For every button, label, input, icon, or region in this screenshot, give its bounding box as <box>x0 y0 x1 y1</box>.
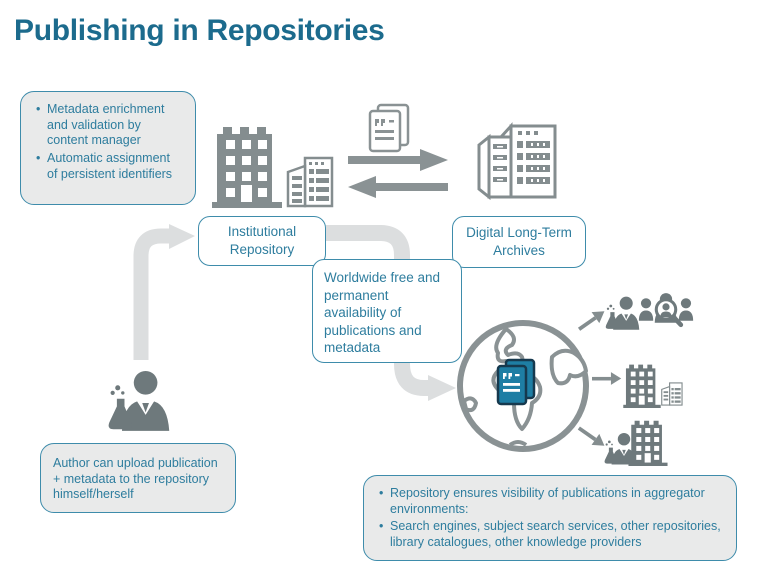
arrow-down-right-icon <box>575 422 609 452</box>
curved-arrow-up-icon <box>125 224 197 364</box>
digital-archives-label: Digital Long-Term Archives <box>452 216 586 268</box>
documents-quote-icon <box>366 103 412 153</box>
author-note-box: Author can upload publication + metadata… <box>40 443 236 513</box>
worldwide-availability-text: Worldwide free and permanent availabilit… <box>324 270 441 356</box>
metadata-note-box: Metadata enrichment and validation by co… <box>20 91 196 205</box>
digital-archives-text: Digital Long-Term Archives <box>466 225 572 258</box>
building-icon <box>628 418 668 466</box>
author-scientist-icon <box>100 370 176 431</box>
arrow-left-icon <box>344 174 448 200</box>
office-buildings-outline-icon <box>280 156 334 208</box>
institutional-repository-text: Institutional Repository <box>227 224 297 257</box>
researcher-icon <box>600 432 640 465</box>
metadata-note-list: Metadata enrichment and validation by co… <box>33 102 183 182</box>
building-icon <box>623 362 661 408</box>
metadata-note-item: Automatic assignment of persistent ident… <box>36 151 183 182</box>
author-note-text: Author can upload publication + metadata… <box>53 456 218 502</box>
university-building-icon <box>212 122 282 208</box>
visibility-note-box: Repository ensures visibility of publica… <box>363 475 737 561</box>
institutional-repository-label: Institutional Repository <box>198 216 326 266</box>
researcher-icon <box>601 296 643 330</box>
archive-building-icon <box>475 122 560 200</box>
worldwide-availability-label: Worldwide free and permanent availabilit… <box>312 259 462 363</box>
metadata-note-item: Metadata enrichment and validation by co… <box>36 102 183 149</box>
arrow-up-right-icon <box>575 305 609 335</box>
small-building-outline-icon <box>657 382 684 406</box>
visibility-note-list: Repository ensures visibility of publica… <box>376 486 724 551</box>
publication-document-icon <box>494 358 538 408</box>
visibility-note-item: Search engines, subject search services,… <box>379 519 724 550</box>
page-title: Publishing in Repositories <box>14 14 385 47</box>
arrow-right-small-icon <box>592 372 622 385</box>
visibility-note-item: Repository ensures visibility of publica… <box>379 486 724 517</box>
arrow-right-icon <box>348 147 450 173</box>
people-magnifier-search-icon <box>637 290 695 333</box>
